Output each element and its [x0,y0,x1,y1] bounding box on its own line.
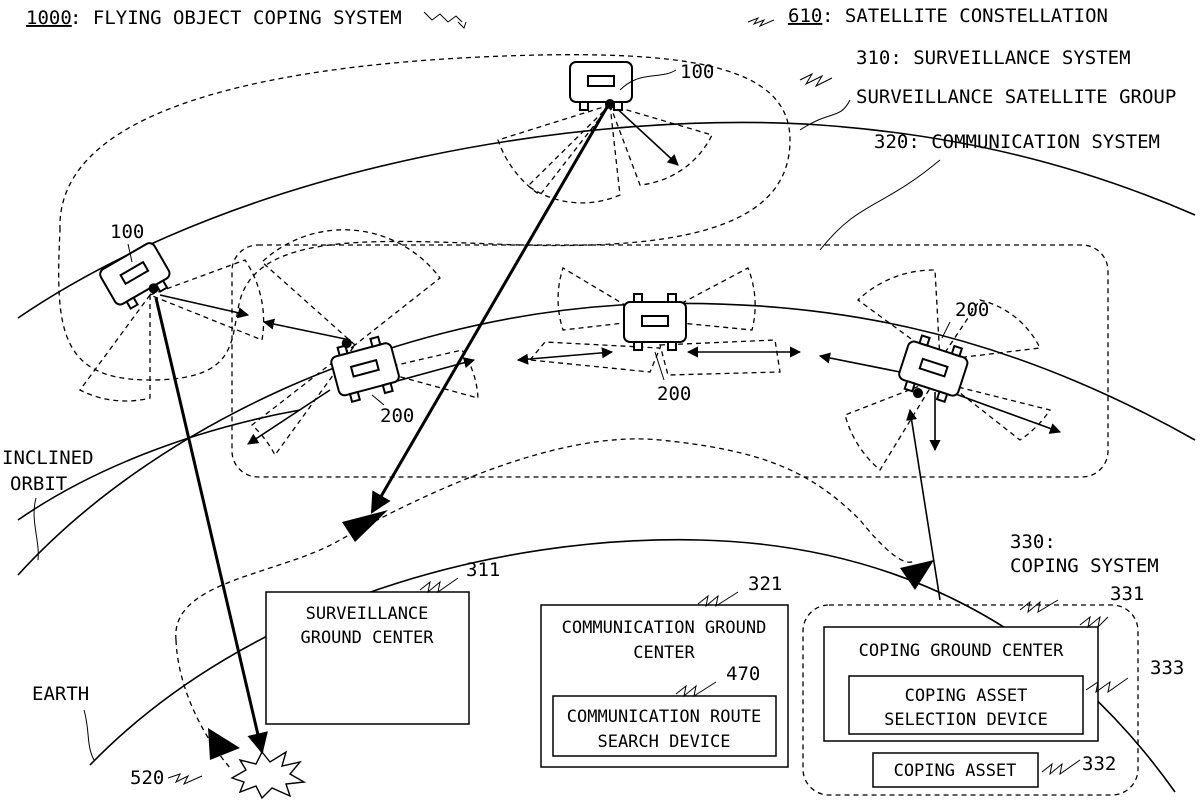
surveillance-group-label: SURVEILLANCE SATELLITE GROUP [856,86,1176,108]
ref-332: 332 [1082,753,1116,775]
diagram-title: 1000 : FLYING OBJECT COPING SYSTEM [26,7,467,29]
inclined-orbit-label-2: ORBIT [10,473,67,495]
boundary-arrowheads [208,510,934,760]
communication-satellite-right [898,334,969,403]
ref-520-leader [167,773,203,786]
coping-asset-box [872,752,1039,788]
surveillance-system-label: 310: SURVEILLANCE SYSTEM [856,47,1131,69]
inclined-orbit-leader [33,497,39,561]
surveillance-downlink-arrow [370,101,612,514]
middle-orbit [17,302,1196,576]
ref-311: 311 [466,559,500,581]
ref-332-leader [1041,759,1081,776]
ref-200-center: 200 [657,383,691,405]
ref-333: 333 [1150,657,1184,679]
communication-satellite-center [623,293,687,351]
asset-selection-line1: COPING ASSET [905,686,1028,706]
ref-200-right: 200 [955,299,989,321]
detection-link-arrow [154,297,268,755]
inclined-orbit-label-1: INCLINED [2,447,94,469]
communication-system-label: 320: COMMUNICATION SYSTEM [874,131,1160,153]
ref-311-leader [419,577,459,594]
earth-label: EARTH [32,683,89,705]
ref-331: 331 [1110,583,1144,605]
ref-321: 321 [748,573,782,595]
surveillance-system-leader [799,72,833,88]
coverage-wedges [79,103,1052,471]
surveillance-satellite-left [99,242,171,310]
communication-system-boundary [231,244,1109,478]
coping-uplink-arrow [906,408,941,601]
coping-asset-label: COPING ASSET [894,761,1017,781]
coping-system-leader [1019,599,1059,614]
ref-100-left: 100 [110,221,144,243]
ref-333-leader [1085,677,1129,694]
communication-route-search-device-box [552,695,777,757]
link-arrows [154,101,1062,755]
communication-satellite-left [330,335,400,404]
earth-leader [83,709,95,761]
ref-321-leader [697,591,739,608]
constellation-leader [747,16,775,28]
ref-520: 520 [130,767,164,789]
inclined-orbit [17,409,301,521]
surveillance-ground-boundary [175,639,233,771]
ref-470-leader [675,681,717,698]
ref-470: 470 [726,663,760,685]
constellation-number: 610 [788,5,822,27]
ref-200-left: 200 [380,405,414,427]
route-search-line1: COMMUNICATION ROUTE [567,707,761,727]
communication-ground-center-line2: CENTER [633,643,695,663]
constellation-label: 610 : SATELLITE CONSTELLATION [747,5,1108,28]
coping-system-label-2: COPING SYSTEM [1010,555,1159,577]
title-text: : FLYING OBJECT COPING SYSTEM [70,7,402,29]
coping-system-label-1: 330: [1010,531,1056,553]
ref-331-leader [1079,615,1109,629]
coping-system-boundary [802,604,1139,796]
surveillance-ground-center-line1: SURVEILLANCE [306,604,429,624]
surveillance-group-leader [799,99,851,131]
surveillance-ground-center-line2: GROUND CENTER [300,628,434,648]
asset-selection-line2: SELECTION DEVICE [884,710,1048,730]
title-leader [423,11,463,23]
constellation-text: : SATELLITE CONSTELLATION [822,5,1108,27]
communication-ground-center-line1: COMMUNICATION GROUND [562,618,767,638]
upper-orbit [17,121,1196,319]
coping-ground-center-label: COPING GROUND CENTER [859,641,1064,661]
title-number: 1000 [26,7,72,29]
ref-100-top: 100 [680,61,714,83]
surveillance-ground-center-box [265,591,470,725]
route-search-line2: SEARCH DEVICE [597,732,730,752]
flying-object-burst [230,750,307,800]
communication-system-leader [819,159,941,251]
ref-100-top-leader [619,69,677,91]
coping-asset-selection-device-box [848,675,1084,735]
surveillance-satellite-top [569,61,633,111]
